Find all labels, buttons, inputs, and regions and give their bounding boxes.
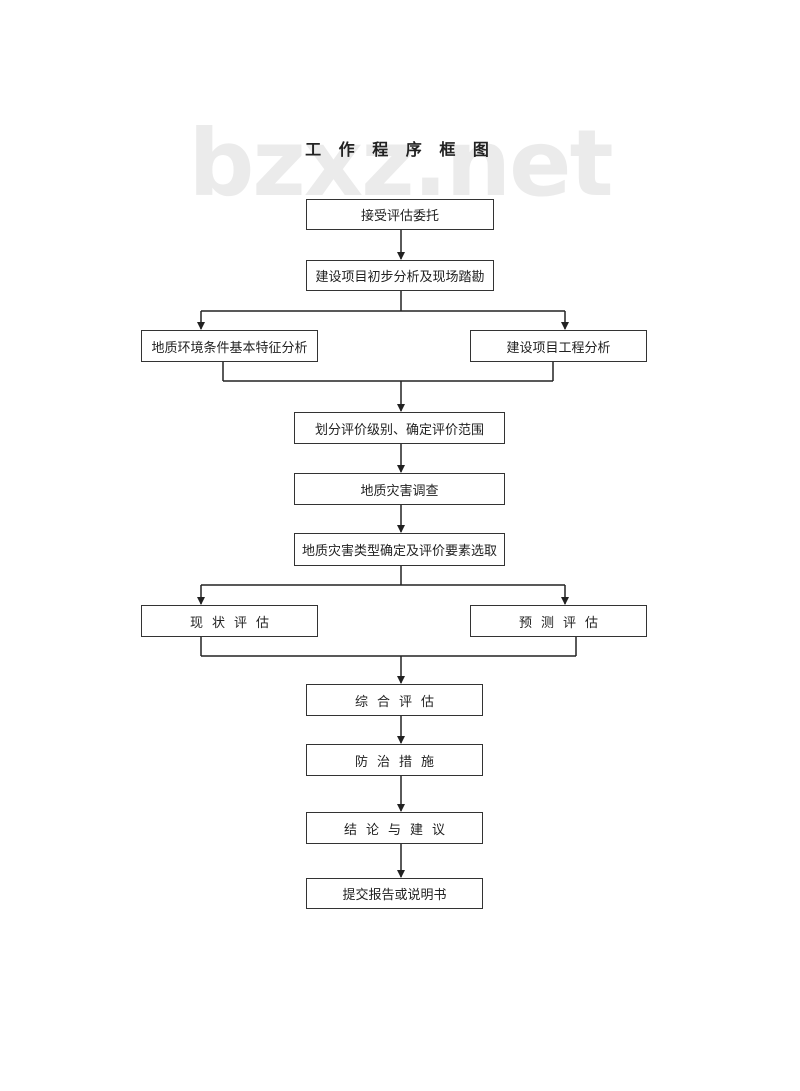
step-type-select: 地质灾害类型确定及评价要素选取 [294,533,505,566]
watermark-logo: bzxz.net [188,110,613,217]
step-accept: 接受评估委托 [306,199,494,230]
step-geo-env: 地质环境条件基本特征分析 [141,330,318,362]
step-project-analysis: 建设项目工程分析 [470,330,647,362]
step-survey: 地质灾害调查 [294,473,505,505]
step-forecast-eval: 预测评估 [470,605,647,637]
step-prevention: 防治措施 [306,744,483,776]
step-grading: 划分评价级别、确定评价范围 [294,412,505,444]
step-conclusion: 结论与建议 [306,812,483,844]
step-preliminary: 建设项目初步分析及现场踏勘 [306,260,494,291]
diagram-title: 工 作 程 序 框 图 [305,140,495,159]
step-report: 提交报告或说明书 [306,878,483,909]
step-comprehensive: 综合评估 [306,684,483,716]
step-current-eval: 现状评估 [141,605,318,637]
